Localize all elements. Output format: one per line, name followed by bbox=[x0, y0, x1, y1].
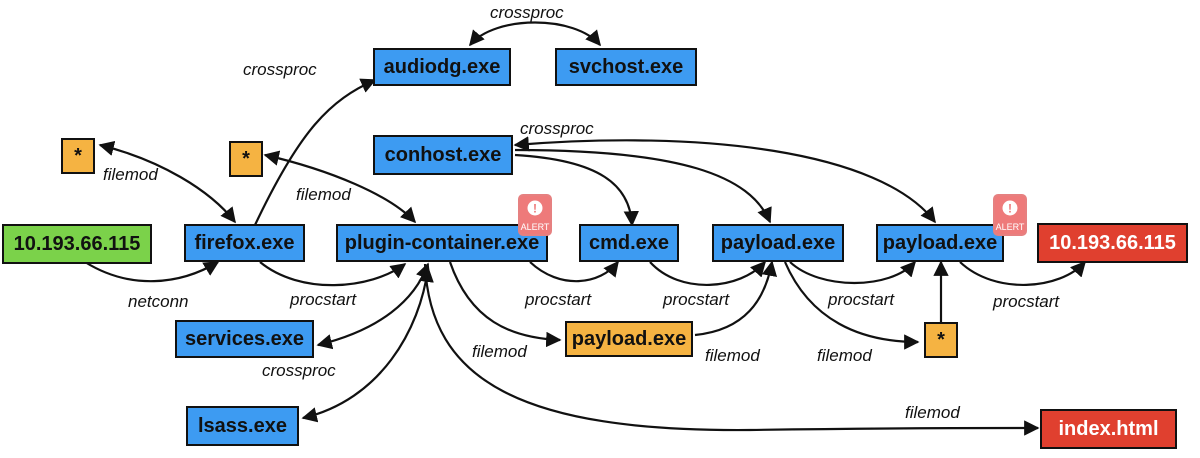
edge-label: filemod bbox=[103, 165, 158, 184]
alert-label: ALERT bbox=[520, 222, 550, 232]
edge-label: filemod bbox=[905, 403, 960, 422]
edge-label: crossproc bbox=[262, 361, 336, 380]
alert-badge-payload-2[interactable]: ! ALERT bbox=[993, 194, 1027, 236]
node-svchost[interactable]: svchost.exe bbox=[555, 48, 697, 86]
node-source-ip[interactable]: 10.193.66.115 bbox=[2, 224, 152, 264]
node-file-star-1[interactable]: * bbox=[61, 138, 95, 174]
edge-filemod-star2-plugin bbox=[263, 150, 417, 224]
edge-filemod-plugin-index bbox=[423, 263, 1040, 436]
edge-filemod-plugin-payloadfile bbox=[448, 261, 562, 348]
edge-label: filemod bbox=[296, 185, 351, 204]
edge-crossproc-audiodg-svchost bbox=[469, 21, 601, 47]
node-services[interactable]: services.exe bbox=[175, 320, 314, 358]
node-firefox[interactable]: firefox.exe bbox=[184, 224, 305, 262]
node-payload-1[interactable]: payload.exe bbox=[712, 224, 844, 262]
svg-text:!: ! bbox=[533, 202, 537, 216]
alert-label: ALERT bbox=[995, 222, 1025, 232]
edge-label: filemod bbox=[817, 346, 872, 365]
alert-badge-plugin-container[interactable]: ! ALERT bbox=[518, 194, 552, 236]
edge-crossproc-conhost-cmd bbox=[514, 153, 639, 227]
node-conhost[interactable]: conhost.exe bbox=[373, 135, 513, 175]
node-destination-ip[interactable]: 10.193.66.115 bbox=[1037, 223, 1188, 263]
svg-text:!: ! bbox=[1008, 202, 1012, 216]
node-index-html[interactable]: index.html bbox=[1040, 409, 1177, 449]
edge-label: crossproc bbox=[243, 60, 317, 79]
node-audiodg[interactable]: audiodg.exe bbox=[373, 48, 511, 86]
edge-label: procstart bbox=[524, 290, 592, 309]
warning-icon: ! bbox=[1002, 200, 1018, 216]
edge-label: crossproc bbox=[490, 3, 564, 22]
edge-label: filemod bbox=[472, 342, 527, 361]
edge-procstart-payload2-dst bbox=[959, 260, 1087, 286]
edge-procstart-plugin-cmd bbox=[529, 260, 619, 283]
warning-icon: ! bbox=[527, 200, 543, 216]
edge-crossproc-conhost-payload1 bbox=[514, 148, 772, 224]
edge-procstart-cmd-payload1 bbox=[649, 260, 767, 286]
edge-label: netconn bbox=[128, 292, 189, 311]
node-file-star-3[interactable]: * bbox=[924, 322, 958, 358]
node-lsass[interactable]: lsass.exe bbox=[186, 406, 299, 446]
edge-procstart-payload1-payload2 bbox=[789, 260, 917, 284]
edge-filemod-payload1-star3 bbox=[783, 261, 920, 350]
edge-label: procstart bbox=[992, 292, 1060, 311]
node-file-star-2[interactable]: * bbox=[229, 141, 263, 177]
edge-filemod-payloadfile-payload1 bbox=[694, 260, 778, 337]
edge-label: procstart bbox=[827, 290, 895, 309]
node-payload-2[interactable]: payload.exe bbox=[876, 224, 1004, 262]
edge-label: filemod bbox=[705, 346, 760, 365]
edge-crossproc-conhost-payload2 bbox=[513, 136, 936, 224]
node-payload-file[interactable]: payload.exe bbox=[565, 321, 693, 357]
node-plugin-container[interactable]: plugin-container.exe bbox=[336, 224, 548, 262]
edge-procstart-firefox-plugin bbox=[259, 261, 407, 287]
edge-filemod-firefox-star1 bbox=[98, 140, 236, 224]
edge-label: procstart bbox=[289, 290, 357, 309]
node-cmd[interactable]: cmd.exe bbox=[579, 224, 679, 262]
edge-crossproc-lsass-plugin bbox=[301, 266, 434, 423]
edge-label: procstart bbox=[662, 290, 730, 309]
edge-netconn bbox=[84, 261, 220, 283]
edge-label: crossproc bbox=[520, 119, 594, 138]
